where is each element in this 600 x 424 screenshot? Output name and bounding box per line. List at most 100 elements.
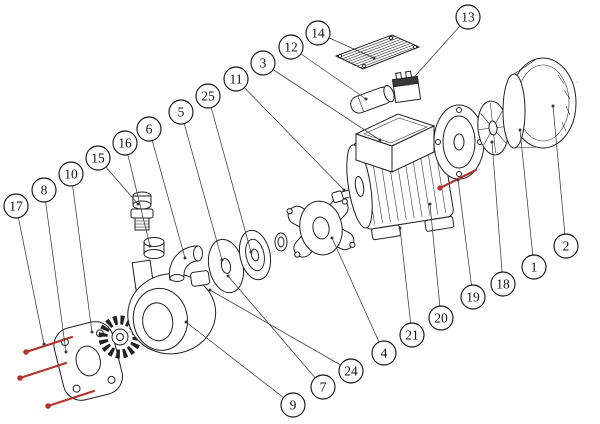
callout-leader-dot: [42, 342, 46, 346]
callout-balloon: [553, 233, 579, 259]
pump-housing: [127, 259, 217, 355]
callout-balloon: [168, 99, 194, 125]
callout-number: 18: [496, 277, 510, 292]
callout-leader-line: [207, 95, 252, 253]
callout-balloon: [399, 322, 425, 348]
callout-24: 24: [208, 288, 364, 384]
callout-number: 1: [531, 260, 538, 275]
callout-leader-line: [519, 129, 535, 268]
callout-number: 17: [9, 199, 23, 214]
callout-number: 16: [118, 136, 132, 151]
callout-number: 20: [434, 311, 448, 326]
callout-leader-line: [124, 142, 151, 247]
callout-13: 13: [406, 4, 481, 86]
callout-leader-dot: [183, 256, 187, 260]
elbow-fitting: [168, 245, 203, 282]
callout-leader-dot: [456, 178, 460, 182]
motor-mounting-bracket: [286, 198, 356, 258]
callout-1: 1: [518, 128, 547, 280]
callout-leader-dot: [428, 202, 432, 206]
callout-leader-line: [407, 16, 469, 85]
callout-4: 4: [330, 236, 397, 366]
callout-10: 10: [58, 161, 94, 334]
capacitor: [350, 84, 395, 114]
callout-21: 21: [398, 226, 425, 348]
callout-leader-dot: [330, 236, 334, 240]
callout-leader-line: [209, 289, 352, 372]
callout-balloon: [58, 161, 84, 187]
callout-leader-dot: [490, 140, 494, 144]
callout-6: 6: [136, 116, 187, 260]
callout-balloon: [85, 145, 111, 171]
flange-screw: [45, 389, 96, 409]
callout-balloon: [521, 254, 547, 280]
callout-balloon: [455, 4, 481, 30]
hose-barb-fitting: [130, 191, 154, 231]
callout-balloon: [278, 34, 304, 60]
callout-3: 3: [250, 50, 382, 142]
flange-screw: [17, 361, 68, 381]
callout-leader-dot: [249, 250, 253, 254]
callout-leader-dot: [226, 274, 230, 278]
callout-number: 2: [563, 239, 570, 254]
callout-15: 15: [85, 145, 140, 206]
callout-14: 14: [305, 20, 376, 60]
callout-18: 18: [490, 140, 516, 297]
callout-leader-dot: [406, 82, 410, 86]
callout-leader-line: [457, 179, 474, 298]
callout-leader-line: [148, 128, 186, 259]
callout-balloon: [3, 193, 29, 219]
callout-balloon: [280, 392, 306, 418]
callout-16: 16: [112, 130, 152, 248]
callout-number: 25: [201, 89, 215, 104]
callout-number: 10: [64, 167, 78, 182]
callout-leader-dot: [136, 202, 140, 206]
seal-plate-disc: [238, 229, 272, 281]
callout-balloon: [223, 66, 249, 92]
callout-balloon: [371, 340, 397, 366]
callout-leader-dot: [148, 244, 152, 248]
callout-number: 9: [290, 398, 297, 413]
callout-number: 7: [320, 380, 327, 395]
callout-leader-dot: [551, 104, 555, 108]
callout-leader-line: [331, 237, 385, 354]
callout-leader-dot: [90, 330, 94, 334]
callout-leader-line: [180, 111, 223, 261]
callout-number: 12: [284, 40, 298, 55]
callout-leader-line: [235, 78, 345, 191]
diffuser-disc: [207, 238, 245, 294]
callout-8: 8: [31, 177, 68, 354]
shaft-seal: [274, 232, 288, 252]
bearing-end-shield: [433, 104, 485, 180]
callout-leader-dot: [220, 258, 224, 262]
callout-leader-dot: [398, 226, 402, 230]
callout-balloon: [310, 374, 336, 400]
callout-leader-line: [399, 227, 413, 336]
callout-leader-line: [552, 105, 567, 247]
callout-balloon: [136, 116, 162, 142]
callout-number: 15: [91, 151, 105, 166]
callout-leader-dot: [372, 56, 376, 60]
callout-number: 19: [466, 290, 480, 305]
callout-17: 17: [3, 193, 46, 346]
terminal-box-cover: [334, 34, 421, 70]
callout-leader-line: [290, 46, 367, 100]
callout-leader-dot: [64, 350, 68, 354]
callout-9: 9: [184, 320, 306, 418]
callout-19: 19: [456, 178, 486, 310]
callout-number: 6: [146, 122, 153, 137]
callout-balloon: [490, 271, 516, 297]
callout-11: 11: [223, 66, 346, 192]
callout-number: 11: [230, 72, 243, 87]
fan-cover: [502, 57, 577, 149]
callout-number: 3: [260, 56, 267, 71]
callout-leader-line: [227, 275, 324, 388]
callout-balloon: [305, 20, 331, 46]
callout-leader-line: [15, 205, 45, 345]
callout-balloon: [338, 358, 364, 384]
contactor-relay: [392, 70, 422, 104]
callout-number: 5: [178, 105, 185, 120]
